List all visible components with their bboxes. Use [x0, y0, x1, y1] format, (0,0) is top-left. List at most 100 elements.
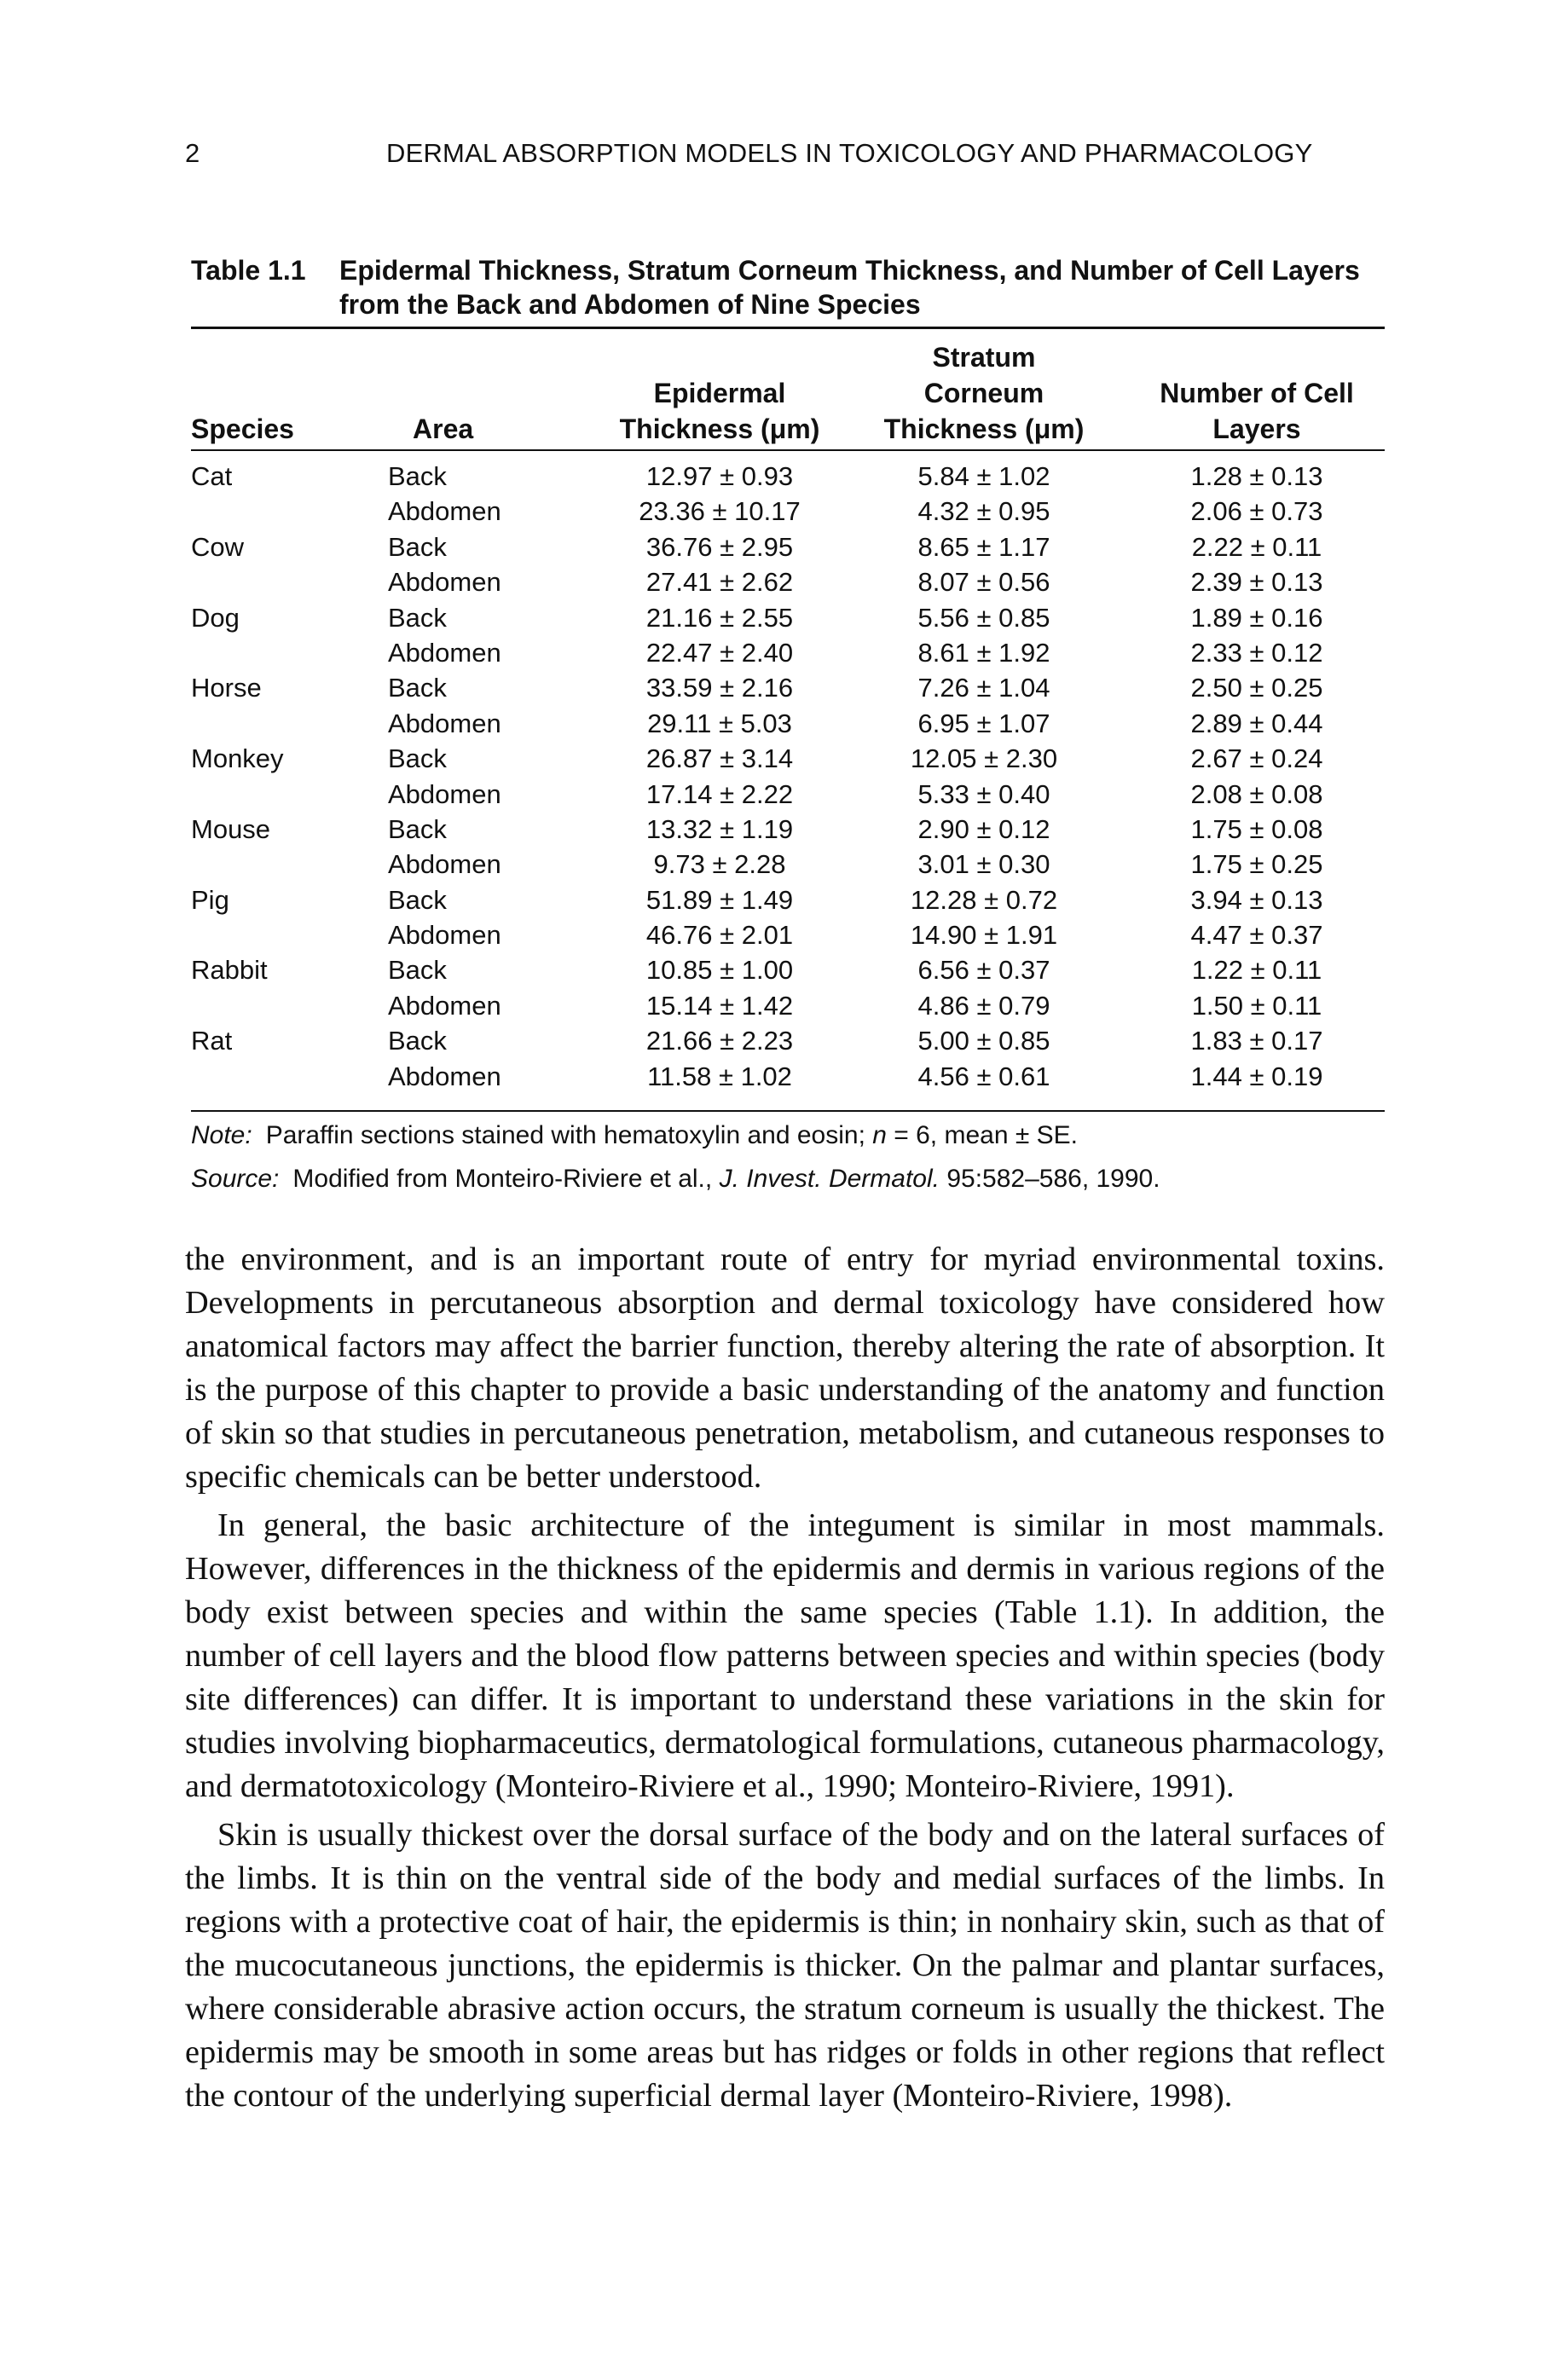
cell-stratum-corneum: 4.32 ± 0.95 [917, 496, 1050, 527]
cell-stratum-corneum: 12.28 ± 0.72 [910, 884, 1058, 915]
source-text-b: 95:582–586, 1990. [939, 1165, 1160, 1193]
table-notes: Note: Paraffin sections stained with hema… [191, 1114, 1385, 1200]
cell-stratum-corneum: 6.56 ± 0.37 [917, 955, 1050, 986]
column-header-area: Area [413, 414, 474, 444]
cell-stratum-corneum: 8.65 ± 1.17 [917, 531, 1050, 562]
note-n-symbol: n [872, 1121, 887, 1149]
paragraph: In general, the basic architecture of th… [185, 1507, 1385, 1804]
table-source: Source: Modified from Monteiro-Riviere et… [191, 1157, 1385, 1200]
cell-area: Abdomen [388, 496, 501, 527]
cell-area: Abdomen [388, 990, 501, 1021]
table-row: Abdomen 17.14 ± 2.22 5.33 ± 0.40 2.08 ± … [191, 777, 1385, 812]
paragraph: Skin is usually thickest over the dorsal… [185, 1817, 1385, 2114]
cell-area: Back [388, 955, 447, 986]
cell-epidermal: 46.76 ± 2.01 [645, 920, 794, 951]
cell-stratum-corneum: 5.84 ± 1.02 [917, 461, 1050, 491]
cell-cell-layers: 2.33 ± 0.12 [1190, 637, 1323, 668]
cell-area: Abdomen [388, 637, 501, 668]
page-number: 2 [185, 138, 200, 168]
table-row: Abdomen 22.47 ± 2.40 8.61 ± 1.92 2.33 ± … [191, 635, 1385, 670]
cell-area: Back [388, 531, 447, 562]
cell-stratum-corneum: 14.90 ± 1.91 [910, 920, 1058, 951]
table-row: Monkey Back 26.87 ± 3.14 12.05 ± 2.30 2.… [191, 741, 1385, 776]
cell-cell-layers: 2.08 ± 0.08 [1190, 778, 1323, 809]
cell-stratum-corneum: 6.95 ± 1.07 [917, 708, 1050, 738]
paragraph: the environment, and is an important rou… [185, 1241, 1385, 1495]
cell-epidermal: 23.36 ± 10.17 [639, 496, 801, 527]
table-row: Pig Back 51.89 ± 1.49 12.28 ± 0.72 3.94 … [191, 882, 1385, 917]
table-row: Abdomen 11.58 ± 1.02 4.56 ± 0.61 1.44 ± … [191, 1059, 1385, 1094]
cell-epidermal: 21.16 ± 2.55 [645, 602, 794, 633]
cell-species: Mouse [191, 813, 271, 844]
cell-cell-layers: 1.22 ± 0.11 [1191, 955, 1322, 986]
cell-species: Rabbit [191, 955, 268, 986]
cell-cell-layers: 1.89 ± 0.16 [1190, 602, 1323, 633]
column-header-layers-line1: Number of Cell [1160, 378, 1354, 408]
cell-cell-layers: 3.94 ± 0.13 [1190, 884, 1323, 915]
cell-stratum-corneum: 5.56 ± 0.85 [917, 602, 1050, 633]
cell-species: Cow [191, 531, 245, 562]
cell-epidermal: 26.87 ± 3.14 [645, 743, 794, 774]
cell-area: Abdomen [388, 708, 501, 738]
table-body: Cat Back 12.97 ± 0.93 5.84 ± 1.02 1.28 ±… [191, 459, 1385, 1094]
table-row: Rabbit Back 10.85 ± 1.00 6.56 ± 0.37 1.2… [191, 952, 1385, 987]
column-header-epidermal: Epidermal Thickness (μm) [592, 375, 848, 447]
cell-stratum-corneum: 12.05 ± 2.30 [910, 743, 1058, 774]
source-label: Source: [191, 1165, 280, 1193]
cell-epidermal: 51.89 ± 1.49 [645, 884, 794, 915]
cell-epidermal: 13.32 ± 1.19 [645, 813, 794, 844]
cell-area: Abdomen [388, 778, 501, 809]
cell-area: Back [388, 743, 447, 774]
cell-stratum-corneum: 4.56 ± 0.61 [917, 1061, 1050, 1091]
column-header-sc-line1: Stratum [932, 342, 1036, 373]
cell-stratum-corneum: 2.90 ± 0.12 [917, 813, 1050, 844]
source-text-a: Modified from Monteiro-Riviere et al., [292, 1165, 720, 1193]
table-header-rule [191, 449, 1385, 451]
table-note: Note: Paraffin sections stained with hema… [191, 1114, 1385, 1157]
cell-cell-layers: 2.89 ± 0.44 [1190, 708, 1323, 738]
cell-stratum-corneum: 8.61 ± 1.92 [917, 637, 1050, 668]
cell-epidermal: 33.59 ± 2.16 [645, 673, 794, 703]
cell-epidermal: 17.14 ± 2.22 [645, 778, 794, 809]
column-header-sc-line3: Thickness (μm) [883, 414, 1085, 444]
running-title: DERMAL ABSORPTION MODELS IN TOXICOLOGY A… [386, 138, 1313, 168]
column-header-epidermal-line1: Epidermal [653, 378, 786, 408]
cell-epidermal: 12.97 ± 0.93 [645, 461, 794, 491]
cell-species: Cat [191, 461, 233, 491]
note-label: Note: [191, 1121, 252, 1149]
cell-epidermal: 21.66 ± 2.23 [645, 1026, 794, 1056]
table-row: Abdomen 9.73 ± 2.28 3.01 ± 0.30 1.75 ± 0… [191, 847, 1385, 882]
column-header-epidermal-line2: Thickness (μm) [619, 414, 820, 444]
cell-cell-layers: 1.44 ± 0.19 [1190, 1061, 1323, 1091]
cell-cell-layers: 1.28 ± 0.13 [1190, 461, 1323, 491]
cell-area: Abdomen [388, 920, 501, 951]
note-text-b: = 6, mean ± SE. [886, 1121, 1079, 1149]
table-row: Abdomen 29.11 ± 5.03 6.95 ± 1.07 2.89 ± … [191, 706, 1385, 741]
table-caption-text: Epidermal Thickness, Stratum Corneum Thi… [339, 255, 1360, 320]
cell-cell-layers: 2.39 ± 0.13 [1190, 567, 1323, 598]
note-text-a: Paraffin sections stained with hematoxyl… [265, 1121, 873, 1149]
cell-cell-layers: 2.22 ± 0.11 [1191, 531, 1322, 562]
table-bottom-rule [191, 1110, 1385, 1112]
table-row: Rat Back 21.66 ± 2.23 5.00 ± 0.85 1.83 ±… [191, 1023, 1385, 1058]
cell-area: Abdomen [388, 849, 501, 880]
cell-epidermal: 9.73 ± 2.28 [653, 849, 786, 880]
cell-stratum-corneum: 5.33 ± 0.40 [917, 778, 1050, 809]
cell-epidermal: 10.85 ± 1.00 [645, 955, 794, 986]
cell-stratum-corneum: 4.86 ± 0.79 [917, 990, 1050, 1021]
cell-cell-layers: 4.47 ± 0.37 [1190, 920, 1323, 951]
table-row: Horse Back 33.59 ± 2.16 7.26 ± 1.04 2.50… [191, 670, 1385, 705]
running-head: 2 DERMAL ABSORPTION MODELS IN TOXICOLOGY… [185, 138, 1385, 177]
table-row: Dog Back 21.16 ± 2.55 5.56 ± 0.85 1.89 ±… [191, 600, 1385, 635]
table-row: Abdomen 23.36 ± 10.17 4.32 ± 0.95 2.06 ±… [191, 494, 1385, 529]
cell-area: Back [388, 813, 447, 844]
table-row: Abdomen 15.14 ± 1.42 4.86 ± 0.79 1.50 ± … [191, 988, 1385, 1023]
cell-stratum-corneum: 5.00 ± 0.85 [917, 1026, 1050, 1056]
cell-cell-layers: 2.06 ± 0.73 [1190, 496, 1323, 527]
cell-species: Rat [191, 1026, 233, 1056]
column-header-stratum-corneum: Stratum Corneum Thickness (μm) [856, 339, 1112, 447]
cell-cell-layers: 1.75 ± 0.08 [1190, 813, 1323, 844]
cell-cell-layers: 1.50 ± 0.11 [1191, 990, 1322, 1021]
cell-epidermal: 15.14 ± 1.42 [645, 990, 794, 1021]
cell-cell-layers: 1.83 ± 0.17 [1190, 1026, 1323, 1056]
